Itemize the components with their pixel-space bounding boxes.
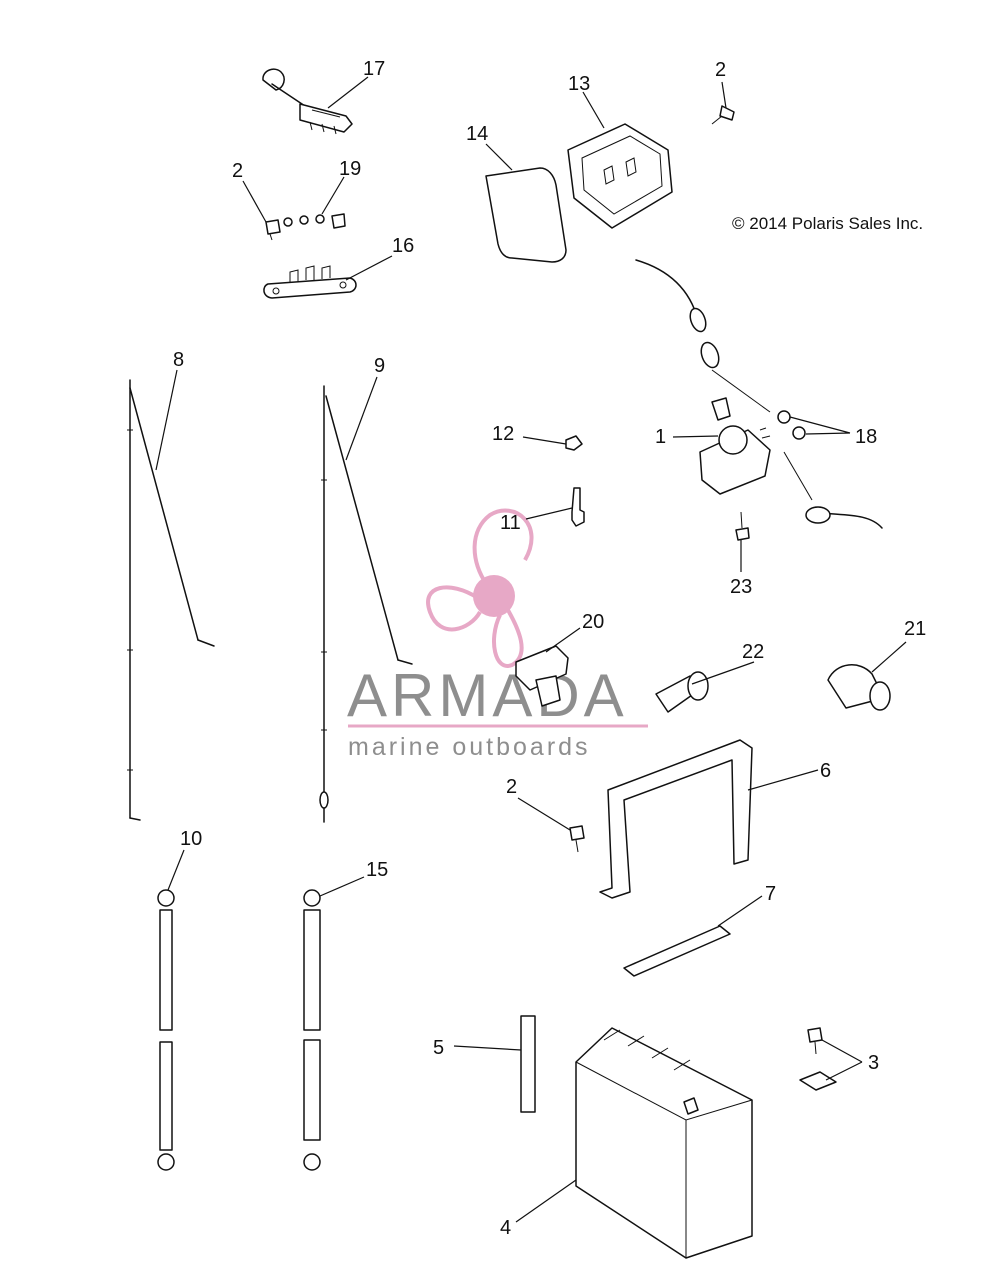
callout-2a: 2 [232,160,243,182]
watermark-tagline: marine outboards [348,733,591,761]
part-11-stud [571,487,585,527]
callout-2b: 2 [715,59,726,81]
part-16-terminal-block [263,265,357,299]
callout-19: 19 [339,158,361,180]
part-6-bracket [599,739,753,899]
callout-23: 23 [730,576,752,598]
callout-5: 5 [433,1037,444,1059]
callout-16: 16 [392,235,414,257]
callout-7: 7 [765,883,776,905]
callout-17: 17 [363,58,385,80]
callout-8: 8 [173,349,184,371]
callout-4: 4 [500,1217,511,1239]
part-5-vent-tube [520,1015,536,1113]
part-9-cable [319,385,413,823]
callout-22: 22 [742,641,764,663]
part-13-fuse-box [567,123,673,229]
callout-11: 11 [500,512,521,534]
callout-9: 9 [374,355,385,377]
part-2-screw-right [711,105,735,125]
watermark-brand: ARMADA [347,662,628,729]
part-15-cable [303,889,321,1171]
cable-to-solenoid [635,259,699,321]
callout-13: 13 [568,73,590,95]
callout-1: 1 [655,426,666,448]
part-3-bolt-and-nut [799,1027,837,1091]
callout-labels: 17 2 19 16 13 14 2 8 9 12 1 18 11 23 20 … [173,58,926,1239]
battery-cable-terminal [805,506,831,524]
part-2-screw-middle [569,825,585,853]
callout-21: 21 [904,618,926,640]
part-1-solenoid [699,397,771,495]
callout-12: 12 [492,423,514,445]
part-10-cable [157,889,175,1171]
part-17-cover-plug [262,68,353,135]
callout-3: 3 [868,1052,879,1074]
copyright-notice: © 2014 Polaris Sales Inc. [732,214,923,233]
callout-15: 15 [366,859,388,881]
callout-2c: 2 [506,776,517,798]
part-2-screw-top [265,219,281,241]
callout-18: 18 [855,426,877,448]
part-7-pad [623,925,731,977]
part-20-terminal-boot [515,645,569,707]
callout-leaders [155,76,907,1223]
part-4-battery [575,1027,753,1259]
part-22-terminal-boot [655,671,709,713]
watermark-logo-icon [426,508,534,668]
cable-connector [689,307,707,333]
part-21-terminal-boot [827,664,891,711]
callout-6: 6 [820,760,831,782]
part-23-bolt [735,511,750,541]
ring-terminal [700,341,720,369]
part-12-nut [565,435,583,451]
part-8-cable [127,379,215,821]
part-19-nuts [283,213,346,229]
part-14-cover-plate [485,167,567,263]
callout-10: 10 [180,828,202,850]
callout-20: 20 [582,611,604,633]
part-18-nuts [777,410,806,440]
callout-14: 14 [466,123,488,145]
